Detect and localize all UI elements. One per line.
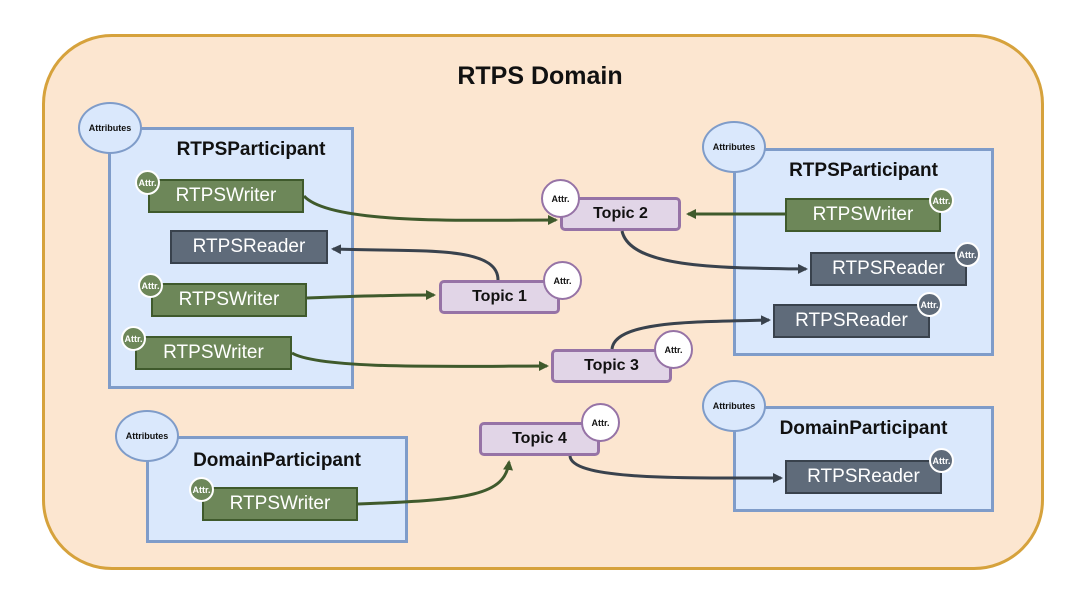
participant-left-title: RTPSParticipant (176, 139, 326, 160)
left-writer-2: RTPSWriter (151, 283, 307, 317)
participant-right-title: RTPSParticipant (789, 160, 938, 181)
left-writer-2-attr: Attr. (138, 273, 163, 298)
left-writer-3: RTPSWriter (135, 336, 292, 370)
topic-4-attr: Attr. (581, 403, 620, 442)
link-left-writer3-topic3 (291, 351, 549, 372)
right-reader-2: RTPSReader (773, 304, 930, 338)
link-topic2-right-reader1 (620, 230, 808, 274)
participant-left-attributes: Attributes (78, 102, 142, 154)
link-topic1-left-reader (331, 244, 500, 281)
domain-participant-left-attributes: Attributes (115, 410, 179, 462)
domain-participant-left-title: DomainParticipant (193, 450, 361, 471)
domain-title: RTPS Domain (457, 62, 623, 90)
topic-2: Topic 2 (560, 197, 681, 231)
topic-4: Topic 4 (479, 422, 600, 456)
link-topic3-right-reader2 (610, 315, 771, 350)
right-reader-1-attr: Attr. (955, 242, 980, 267)
participant-right-attributes: Attributes (702, 121, 766, 173)
link-domain-writer-topic4 (357, 460, 513, 506)
left-writer-1-attr: Attr. (135, 170, 160, 195)
domain-left-writer: RTPSWriter (202, 487, 358, 521)
domain-participant-right-attributes: Attributes (702, 380, 766, 432)
topic-3-attr: Attr. (654, 330, 693, 369)
left-writer-3-attr: Attr. (121, 326, 146, 351)
link-topic4-domain-reader (568, 455, 783, 484)
topic-1-attr: Attr. (543, 261, 582, 300)
link-left-writer2-topic1 (306, 290, 436, 301)
domain-participant-right-title: DomainParticipant (779, 418, 948, 439)
right-writer-attr: Attr. (929, 188, 954, 213)
topic-2-attr: Attr. (541, 179, 580, 218)
topic-1: Topic 1 (439, 280, 560, 314)
right-writer: RTPSWriter (785, 198, 941, 232)
topic-3: Topic 3 (551, 349, 672, 383)
left-writer-1: RTPSWriter (148, 179, 304, 213)
domain-right-reader: RTPSReader (785, 460, 942, 494)
right-reader-1: RTPSReader (810, 252, 967, 286)
domain-right-reader-attr: Attr. (929, 448, 954, 473)
link-left-writer1-topic2 (302, 194, 558, 226)
left-reader: RTPSReader (170, 230, 328, 264)
domain-left-writer-attr: Attr. (189, 477, 214, 502)
right-reader-2-attr: Attr. (917, 292, 942, 317)
